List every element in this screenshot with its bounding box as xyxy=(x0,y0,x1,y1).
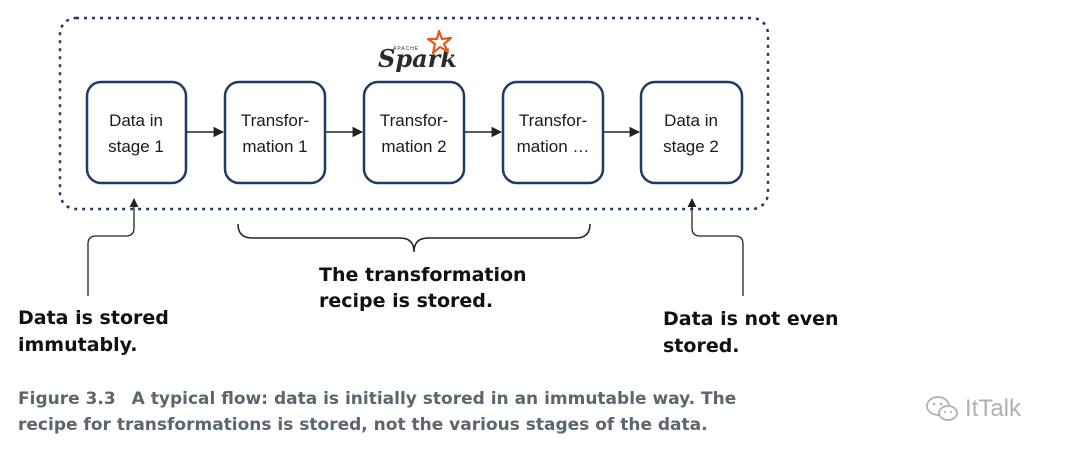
transformation-box-2-line1: Transfor- xyxy=(380,111,448,130)
transformation-box-1: Transfor- mation 1 xyxy=(223,80,327,185)
callout-right-line1: Data is not even xyxy=(663,308,839,330)
spark-dotted-frame xyxy=(58,16,770,211)
caption-text-2: recipe for transformations is stored, no… xyxy=(18,415,708,435)
transformation-box-1-line2: mation 1 xyxy=(242,137,307,156)
stage-box-1-line2: stage 1 xyxy=(108,137,164,156)
transformation-box-3-line1: Transfor- xyxy=(519,111,587,130)
callout-right-line2: stored. xyxy=(663,335,740,357)
transformation-box-3-line2: mation … xyxy=(517,137,590,156)
figure-label: Figure 3.3 xyxy=(18,389,116,409)
callout-left-line2: immutably. xyxy=(18,334,138,356)
stage-box-2: Data in stage 2 xyxy=(639,80,744,185)
callout-arrow-left xyxy=(87,198,139,296)
stage-box-1-line1: Data in xyxy=(109,111,163,130)
wechat-icon xyxy=(926,396,958,421)
callout-arrow-right xyxy=(687,198,744,296)
stage-box-2-line1: Data in xyxy=(664,111,718,130)
spark-star-icon xyxy=(426,29,453,55)
callout-middle-line1: The transformation xyxy=(319,264,527,286)
spark-logo: APACHE Spark xyxy=(378,29,457,73)
spark-logo-apache: APACHE xyxy=(393,46,419,52)
flow-diagram: APACHE Spark Data in stage 1 Transfor- m… xyxy=(18,16,839,357)
watermark: ItTalk xyxy=(925,395,1021,423)
stage-box-1: Data in stage 1 xyxy=(85,80,188,185)
caption-line-1: Figure 3.3 A typical flow: data is initia… xyxy=(18,386,898,412)
transformation-box-2: Transfor- mation 2 xyxy=(362,80,466,185)
transformation-box-3: Transfor- mation … xyxy=(501,80,605,185)
transformations-brace xyxy=(237,223,591,253)
transformation-box-2-line2: mation 2 xyxy=(381,137,446,156)
callout-left-line1: Data is stored xyxy=(18,307,169,329)
transformation-box-1-line1: Transfor- xyxy=(241,111,309,130)
callout-middle-line2: recipe is stored. xyxy=(319,290,493,312)
figure-caption: Figure 3.3 A typical flow: data is initia… xyxy=(18,386,898,438)
stage-box-2-line2: stage 2 xyxy=(663,137,719,156)
watermark-text: ItTalk xyxy=(965,395,1022,422)
caption-text-1: A typical flow: data is initially stored… xyxy=(131,389,737,409)
